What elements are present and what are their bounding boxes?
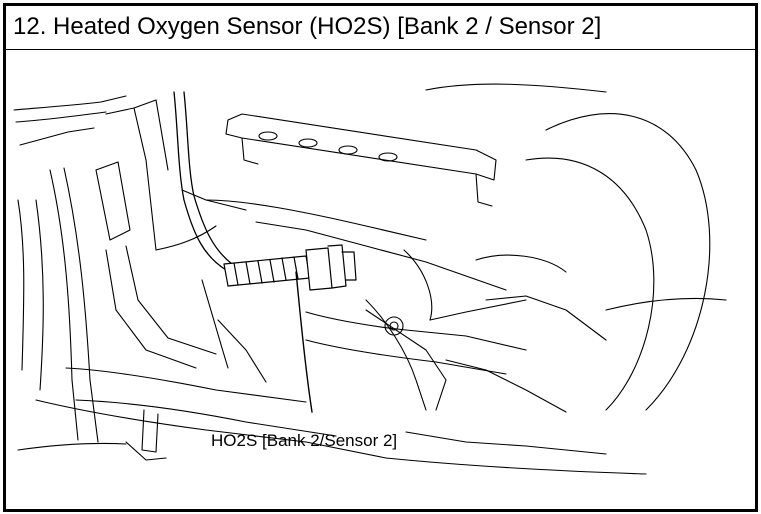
page-title: 12. Heated Oxygen Sensor (HO2S) [Bank 2 …	[13, 13, 602, 40]
diagram-frame: 12. Heated Oxygen Sensor (HO2S) [Bank 2 …	[3, 3, 758, 512]
exhaust-pipe	[205, 199, 527, 411]
chassis-lines	[13, 95, 337, 461]
mounting-bracket	[225, 113, 497, 207]
oxygen-sensor	[223, 244, 357, 291]
sensor-illustration: HO2S [Bank 2/Sensor 2]	[13, 83, 727, 475]
title-bar: 12. Heated Oxygen Sensor (HO2S) [Bank 2 …	[6, 6, 755, 50]
heat-shield	[35, 83, 727, 475]
callout-label: HO2S [Bank 2/Sensor 2]	[211, 431, 397, 450]
sensor-harness	[173, 91, 233, 271]
callout-leader	[295, 271, 313, 413]
drawing-area: HO2S [Bank 2/Sensor 2]	[6, 50, 755, 509]
